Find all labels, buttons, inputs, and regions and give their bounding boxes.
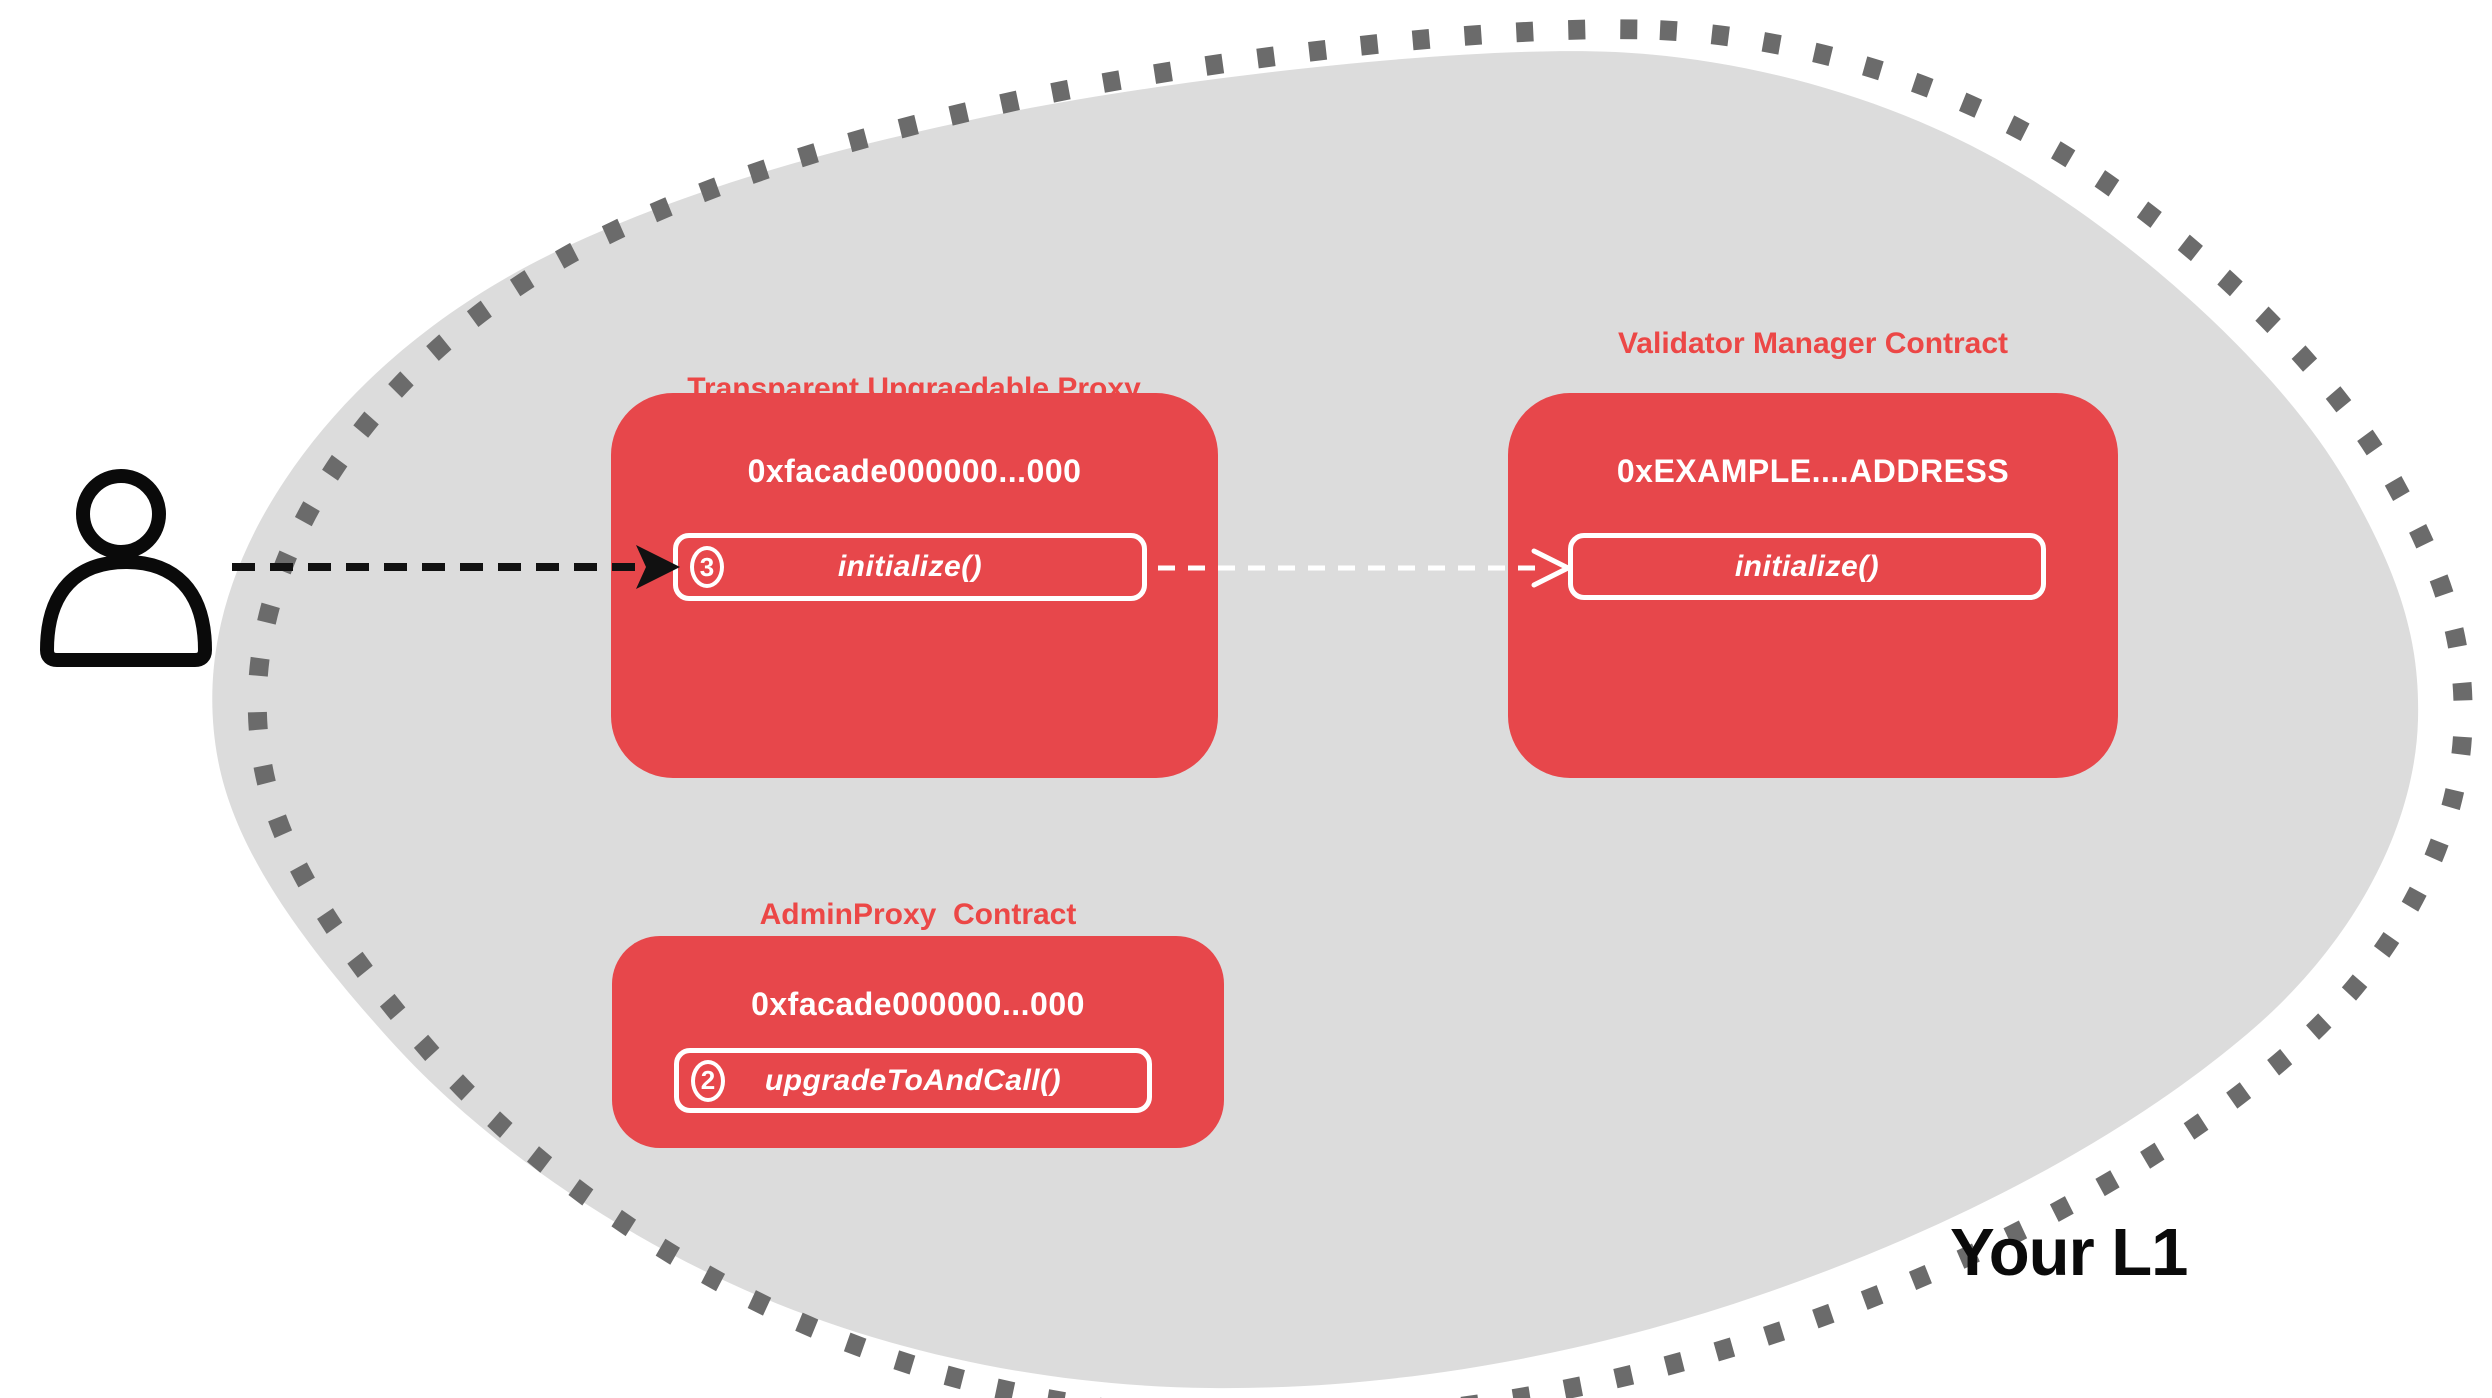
proxy-initialize-method-pill: 3 initialize() xyxy=(673,533,1147,601)
validator-initialize-method-pill: initialize() xyxy=(1568,533,2046,600)
admin-proxy-contract-box: 0xfacade000000...000 2 upgradeToAndCall(… xyxy=(612,936,1224,1148)
upgrade-to-and-call-method-pill: 2 upgradeToAndCall() xyxy=(674,1048,1152,1113)
proxy-contract-address: 0xfacade000000...000 xyxy=(747,453,1082,489)
person-icon xyxy=(40,469,212,667)
validator-contract-address: 0xEXAMPLE....ADDRESS xyxy=(1616,453,2010,489)
admin-proxy-contract-title: AdminProxy Contract xyxy=(759,898,1077,931)
validator-initialize-label: initialize() xyxy=(1734,549,1880,583)
upgrade-to-and-call-label: upgradeToAndCall() xyxy=(764,1063,1062,1097)
proxy-contract-box: 0xfacade000000...000 3 initialize() xyxy=(611,393,1218,778)
l1-blob-dotted-border xyxy=(247,19,2473,1398)
person-icon-head xyxy=(76,469,166,559)
validator-contract-title: Validator Manager Contract xyxy=(1617,327,2009,360)
person-icon-body xyxy=(40,555,212,667)
validator-contract-box: 0xEXAMPLE....ADDRESS initialize() xyxy=(1508,393,2118,778)
step-3-badge: 3 xyxy=(690,546,724,588)
proxy-initialize-label: initialize() xyxy=(837,550,983,583)
step-2-badge: 2 xyxy=(691,1059,725,1102)
your-l1-label: Your L1 xyxy=(1950,1215,2188,1290)
admin-proxy-contract-address: 0xfacade000000...000 xyxy=(751,986,1085,1022)
